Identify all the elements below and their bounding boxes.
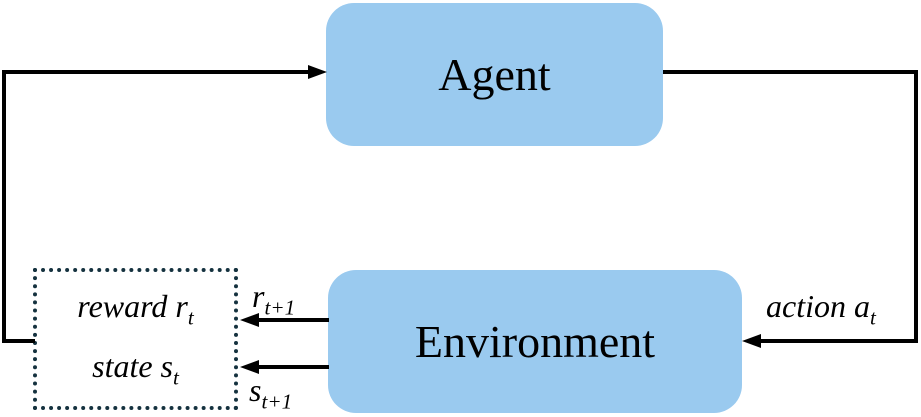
state-next-text: s — [249, 372, 262, 408]
state-subscript: t — [173, 365, 179, 390]
environment-node: Environment — [328, 270, 742, 413]
reward-arrow-line — [259, 318, 329, 322]
left-loop-vertical-line — [2, 70, 6, 343]
state-next-label: st+1 — [249, 372, 292, 412]
agent-output-line — [663, 70, 918, 74]
reward-next-subscript: t+1 — [264, 295, 296, 320]
agent-input-arrowhead — [308, 65, 327, 79]
reward-next-label: rt+1 — [252, 278, 295, 318]
state-text: state s — [92, 348, 173, 384]
state-arrowhead — [240, 360, 259, 374]
agent-input-line — [2, 70, 308, 74]
reward-next-text: r — [252, 278, 265, 314]
state-next-subscript: t+1 — [261, 389, 293, 414]
state-signal-label: state st — [33, 348, 238, 388]
agent-label: Agent — [438, 49, 551, 100]
action-signal-label: action at — [766, 288, 876, 328]
environment-input-line — [761, 339, 918, 343]
observation-box — [33, 268, 238, 410]
environment-label: Environment — [414, 316, 656, 367]
reward-arrowhead — [240, 313, 259, 327]
agent-node: Agent — [326, 3, 663, 146]
left-loop-bottom-line — [2, 339, 35, 343]
reward-subscript: t — [187, 305, 194, 330]
reward-signal-label: reward rt — [33, 288, 238, 328]
action-text: action a — [766, 288, 870, 324]
environment-input-arrowhead — [742, 334, 761, 348]
state-arrow-line — [259, 365, 329, 369]
right-loop-vertical-line — [914, 70, 918, 343]
reward-text: reward r — [77, 288, 188, 324]
action-subscript: t — [869, 305, 876, 330]
